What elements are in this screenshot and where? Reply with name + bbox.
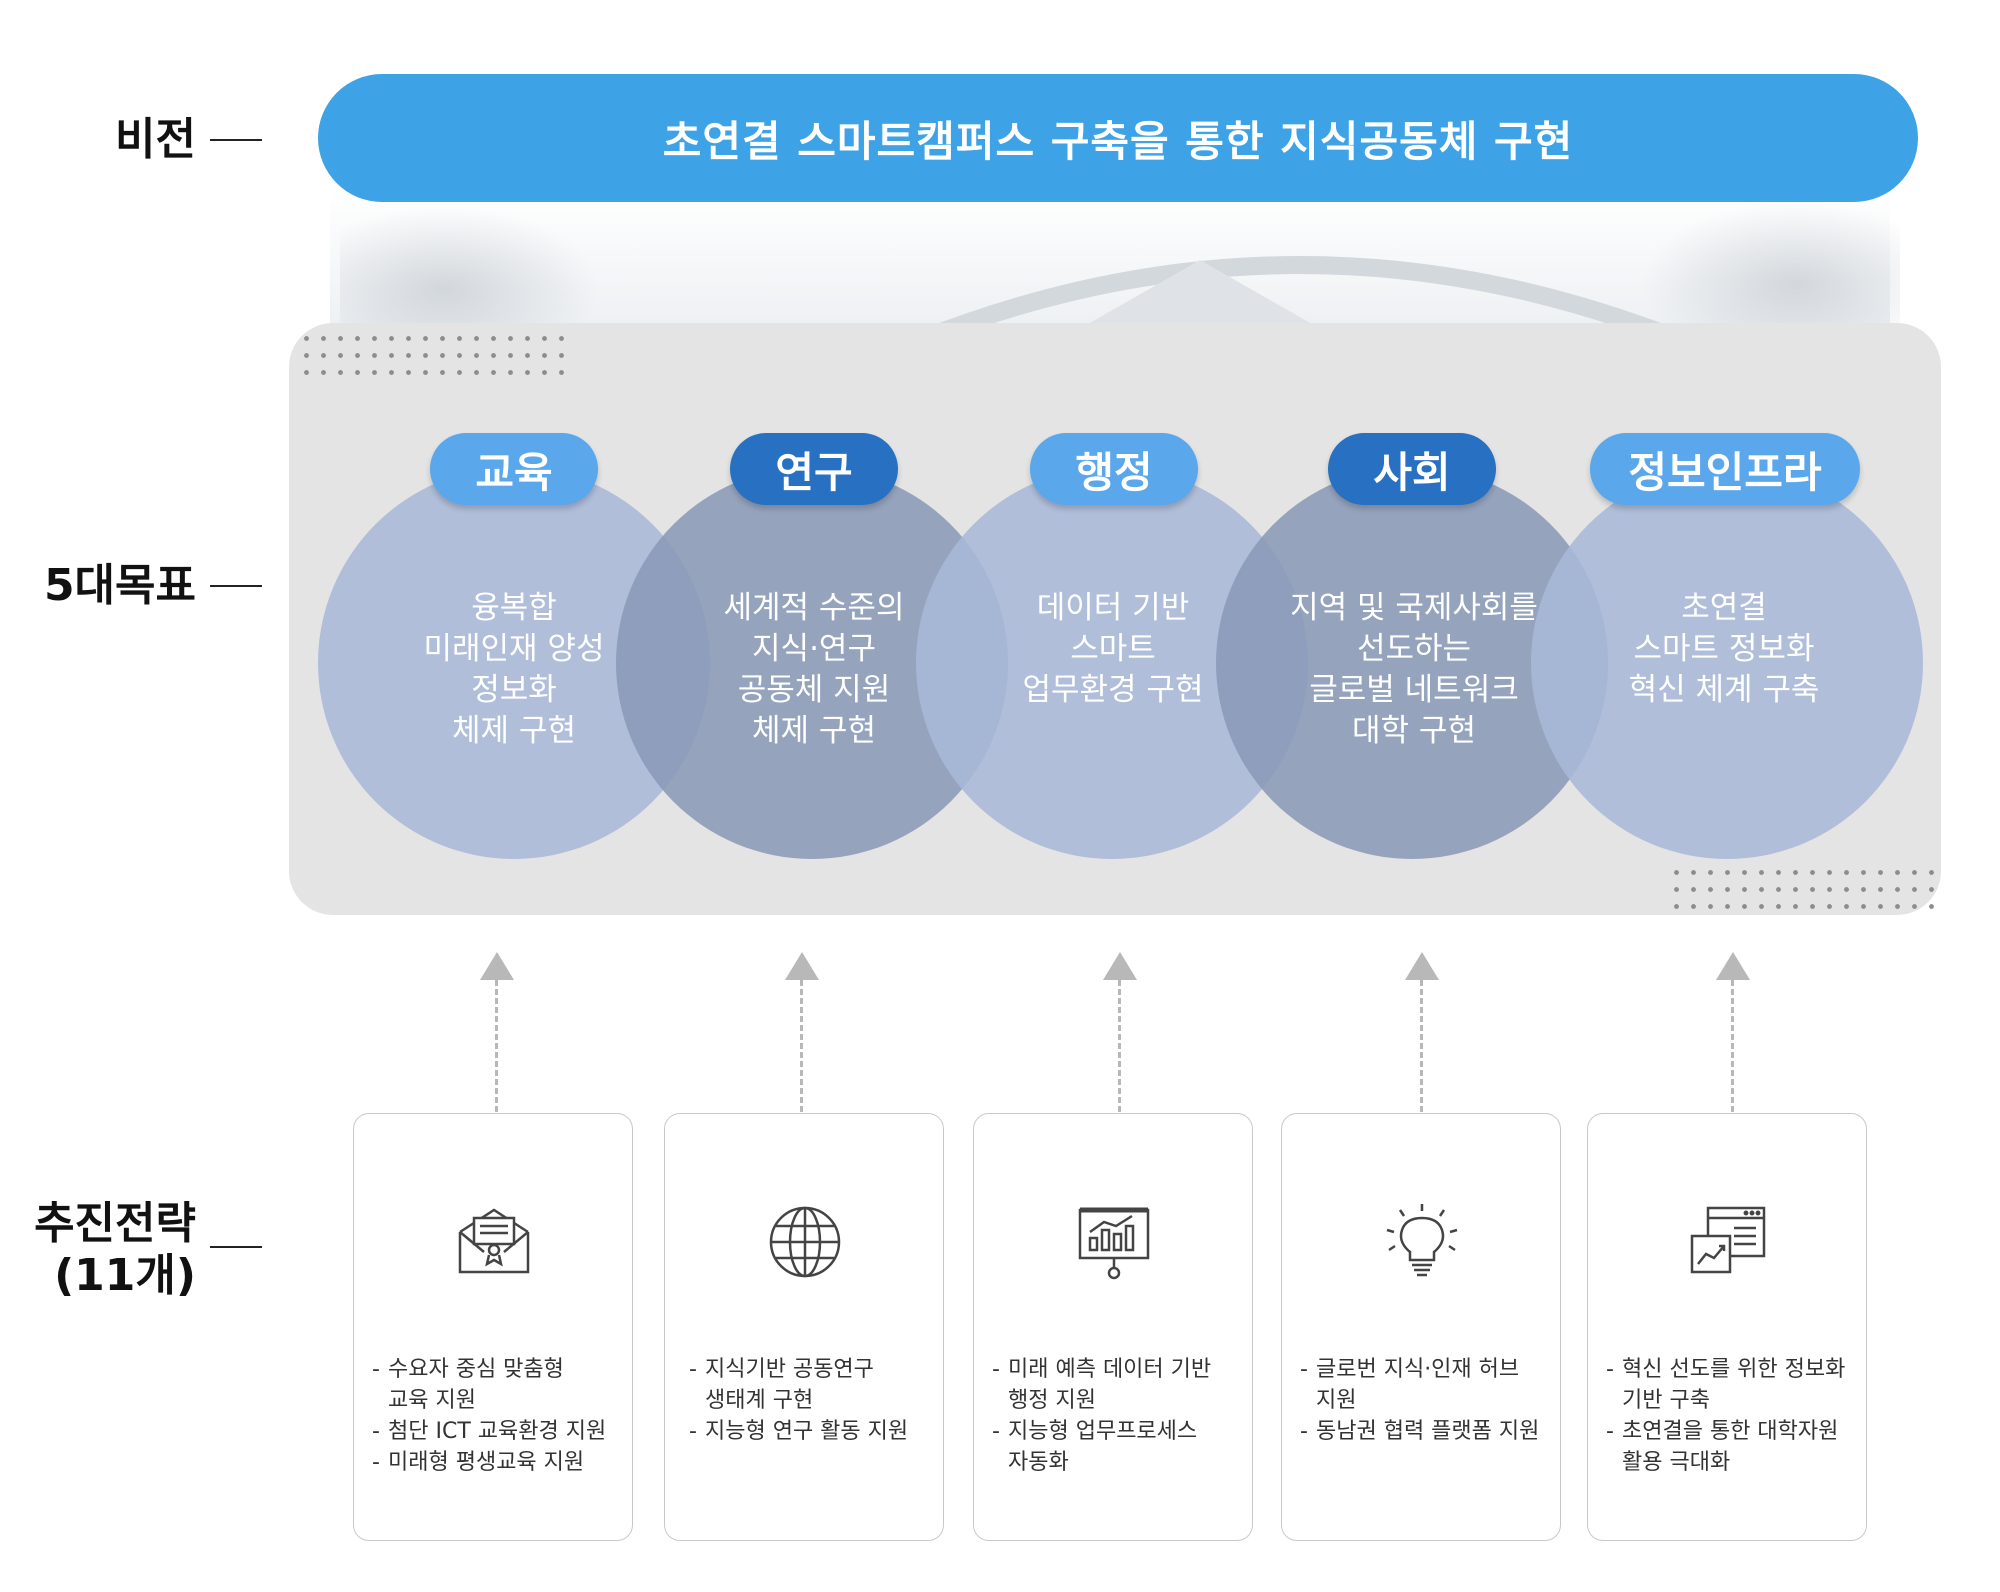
strategy-label-count: (11개): [54, 1250, 196, 1301]
envelope-certificate-icon: [458, 1208, 530, 1274]
strategy-item: 미래형 평생교육 지원: [372, 1447, 624, 1478]
strategy-item: 지능형 업무프로세스 자동화: [992, 1416, 1244, 1478]
arrow-line-3: [1118, 980, 1121, 1112]
strategy-item: 지능형 연구 활동 지원: [689, 1416, 941, 1447]
strategy-item: 동남권 협력 플랫폼 지원: [1300, 1416, 1552, 1447]
tree-photo-right: [1640, 200, 1900, 340]
arrow-head-4: [1405, 952, 1439, 980]
strategy-item: 첨단 ICT 교육환경 지원: [372, 1416, 624, 1447]
arrow-line-1: [495, 980, 498, 1112]
goal-circle-administration: [916, 467, 1308, 859]
strategy-item: 미래 예측 데이터 기반 행정 지원: [992, 1354, 1244, 1416]
strategy-label: 추진전략 (11개): [10, 1198, 196, 1302]
strategy-card-society: 글로번 지식·인재 허브 지원 동남권 협력 플랫폼 지원: [1281, 1113, 1561, 1541]
strategy-label-line: [210, 1246, 262, 1248]
strategy-card-research: 지식기반 공동연구 생태계 구현 지능형 연구 활동 지원: [664, 1113, 944, 1541]
goals-circles: [318, 467, 1923, 859]
globe-icon: [769, 1206, 841, 1278]
dot-pattern-bottom-right: [1668, 864, 1940, 918]
arrow-line-5: [1731, 980, 1734, 1112]
strategy-card-education: 수요자 중심 맞춤형 교육 지원 첨단 ICT 교육환경 지원 미래형 평생교육…: [353, 1113, 633, 1541]
goal-circle-infrastructure: [1531, 467, 1923, 859]
goal-pill-society: 사회: [1328, 433, 1496, 505]
strategy-item: 수요자 중심 맞춤형 교육 지원: [372, 1354, 624, 1416]
goal-description-infrastructure: 초연결 스마트 정보화 혁신 체계 구축: [1628, 590, 1820, 708]
presentation-chart-icon: [1078, 1207, 1150, 1280]
arrow-line-2: [800, 980, 803, 1112]
tree-photo-left: [340, 205, 600, 345]
strategy-label-title: 추진전략: [34, 1198, 196, 1249]
goal-circle-society: [1216, 467, 1608, 859]
goal-pill-administration: 행정: [1030, 433, 1198, 505]
goal-description-administration: 데이터 기반 스마트 업무환경 구현: [1022, 590, 1204, 708]
strategy-card-administration: 미래 예측 데이터 기반 행정 지원 지능형 업무프로세스 자동화: [973, 1113, 1253, 1541]
strategy-list-administration: 미래 예측 데이터 기반 행정 지원 지능형 업무프로세스 자동화: [992, 1354, 1244, 1478]
dashboard-chart-icon: [1690, 1206, 1766, 1274]
goal-circle-education: [318, 467, 710, 859]
goal-description-society: 지역 및 국제사회를 선도하는 글로벌 네트워크 대학 구현: [1290, 590, 1538, 749]
goal-description-education: 융복합 미래인재 양성 정보화 체제 구현: [423, 590, 605, 749]
strategy-list-infrastructure: 혁신 선도를 위한 정보화 기반 구축 초연결을 통한 대학자원 활용 극대화: [1606, 1354, 1858, 1478]
arrow-head-5: [1716, 952, 1750, 980]
strategy-item: 초연결을 통한 대학자원 활용 극대화: [1606, 1416, 1858, 1478]
goals-label: 5대목표: [43, 560, 196, 611]
strategy-item: 지식기반 공동연구 생태계 구현: [689, 1354, 941, 1416]
goal-description-research: 세계적 수준의 지식·연구 공동체 지원 체제 구현: [723, 590, 905, 749]
vision-label: 비전: [115, 114, 196, 165]
arrow-head-2: [785, 952, 819, 980]
goal-circle-research: [616, 467, 1008, 859]
arrow-head-1: [480, 952, 514, 980]
goal-pill-infrastructure: 정보인프라: [1590, 433, 1860, 505]
vision-label-line: [210, 139, 262, 141]
arrow-head-3: [1103, 952, 1137, 980]
strategy-list-society: 글로번 지식·인재 허브 지원 동남권 협력 플랫폼 지원: [1300, 1354, 1552, 1447]
goal-pill-education: 교육: [430, 433, 598, 505]
goal-pill-research: 연구: [730, 433, 898, 505]
strategy-item: 혁신 선도를 위한 정보화 기반 구축: [1606, 1354, 1858, 1416]
strategy-list-education: 수요자 중심 맞춤형 교육 지원 첨단 ICT 교육환경 지원 미래형 평생교육…: [372, 1354, 624, 1478]
arrow-line-4: [1420, 980, 1423, 1112]
strategy-list-research: 지식기반 공동연구 생태계 구현 지능형 연구 활동 지원: [689, 1354, 941, 1447]
vision-banner: 초연결 스마트캠퍼스 구축을 통한 지식공동체 구현: [318, 74, 1918, 202]
campus-arch-silhouette: [916, 256, 1684, 340]
strategy-card-infrastructure: 혁신 선도를 위한 정보화 기반 구축 초연결을 통한 대학자원 활용 극대화: [1587, 1113, 1867, 1541]
lightbulb-icon: [1386, 1204, 1458, 1277]
dot-pattern-top-left: [298, 330, 570, 384]
strategy-item: 글로번 지식·인재 허브 지원: [1300, 1354, 1552, 1416]
goals-label-line: [210, 585, 262, 587]
